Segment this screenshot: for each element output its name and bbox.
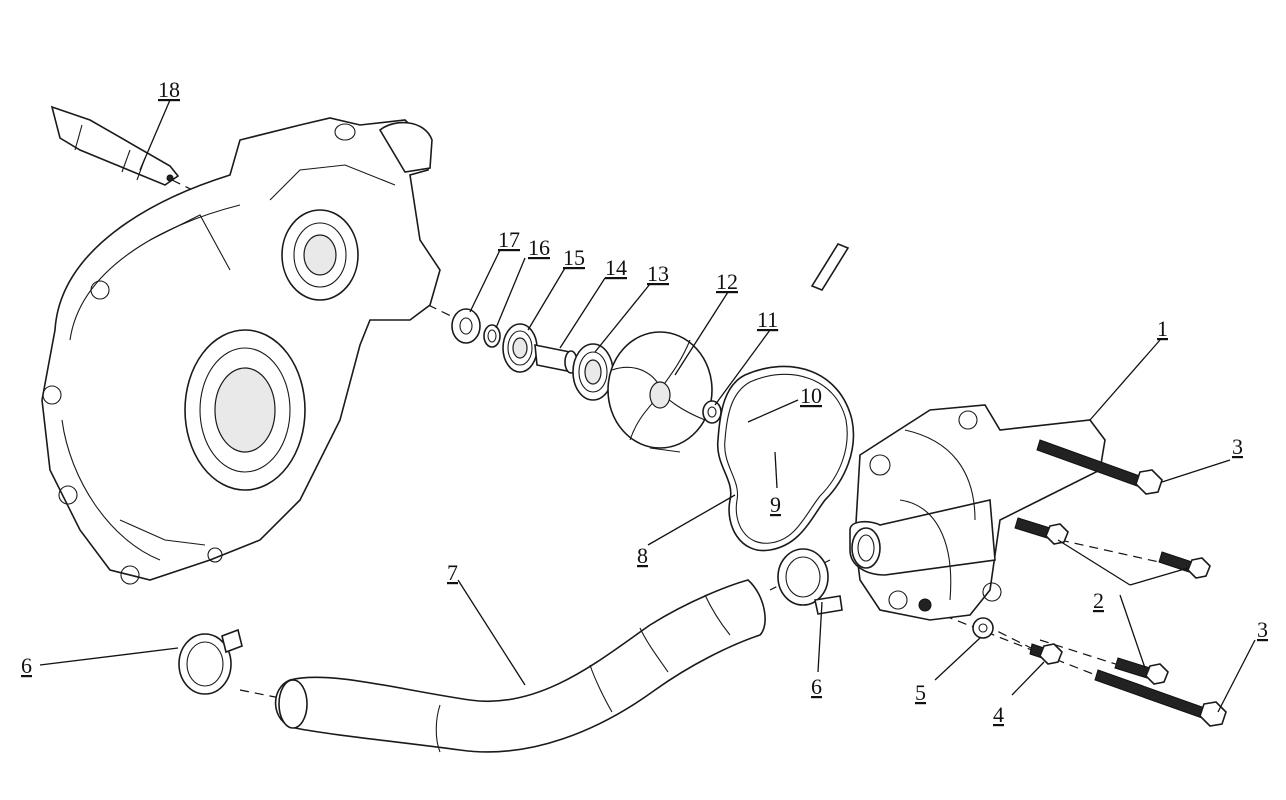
callout-1: 1 [1157, 316, 1168, 341]
callout-11: 11 [757, 307, 778, 332]
part-2-bolt-b [1158, 551, 1211, 579]
part-14-pump-shaft [534, 344, 578, 374]
callout-8: 8 [637, 543, 648, 568]
part-16-seal [483, 324, 501, 348]
callout-17: 17 [498, 227, 520, 252]
part-5-washer [972, 617, 994, 639]
callout-10: 10 [800, 383, 822, 408]
callout-2: 2 [1093, 588, 1104, 613]
dowel-pin [810, 243, 850, 291]
callout-6-right: 6 [811, 674, 822, 699]
callout-3-lower: 3 [1257, 617, 1268, 642]
engine-cover [41, 117, 441, 585]
callout-6-left: 6 [21, 653, 32, 678]
callout-9: 9 [770, 492, 781, 517]
part-11-o-ring [702, 400, 722, 424]
callout-14: 14 [605, 255, 627, 280]
part-2-bolt-c [1114, 657, 1169, 685]
callout-7: 7 [447, 560, 458, 585]
part-4-bolt [1029, 643, 1063, 665]
callout-12: 12 [716, 269, 738, 294]
part-17-washer [451, 308, 481, 344]
callout-18: 18 [158, 77, 180, 102]
part-2-bolt-a [1014, 517, 1069, 545]
callout-13: 13 [647, 261, 669, 286]
leader-lines [39, 99, 1256, 713]
callout-4: 4 [993, 702, 1004, 727]
callout-15: 15 [563, 245, 585, 270]
part-1-pump-cover [849, 404, 1106, 621]
part-6-clamp-left [178, 628, 243, 695]
part-3-long-bolt-lower [1094, 669, 1227, 727]
part-18-shaft [50, 105, 180, 186]
part-15-bearing [502, 323, 538, 373]
part-12-impeller [607, 331, 713, 453]
part-7-hose [274, 579, 766, 753]
part-8-gasket [716, 365, 855, 552]
part-13-bearing [572, 343, 614, 401]
part-3-long-bolt-upper [1036, 439, 1163, 495]
part-6-clamp-right [777, 548, 843, 615]
callout-3-upper: 3 [1232, 434, 1243, 459]
callout-5: 5 [915, 680, 926, 705]
callout-labels: 18 17 16 15 14 13 12 11 10 9 8 7 6 6 5 4… [21, 77, 1268, 727]
callout-16: 16 [528, 235, 550, 260]
